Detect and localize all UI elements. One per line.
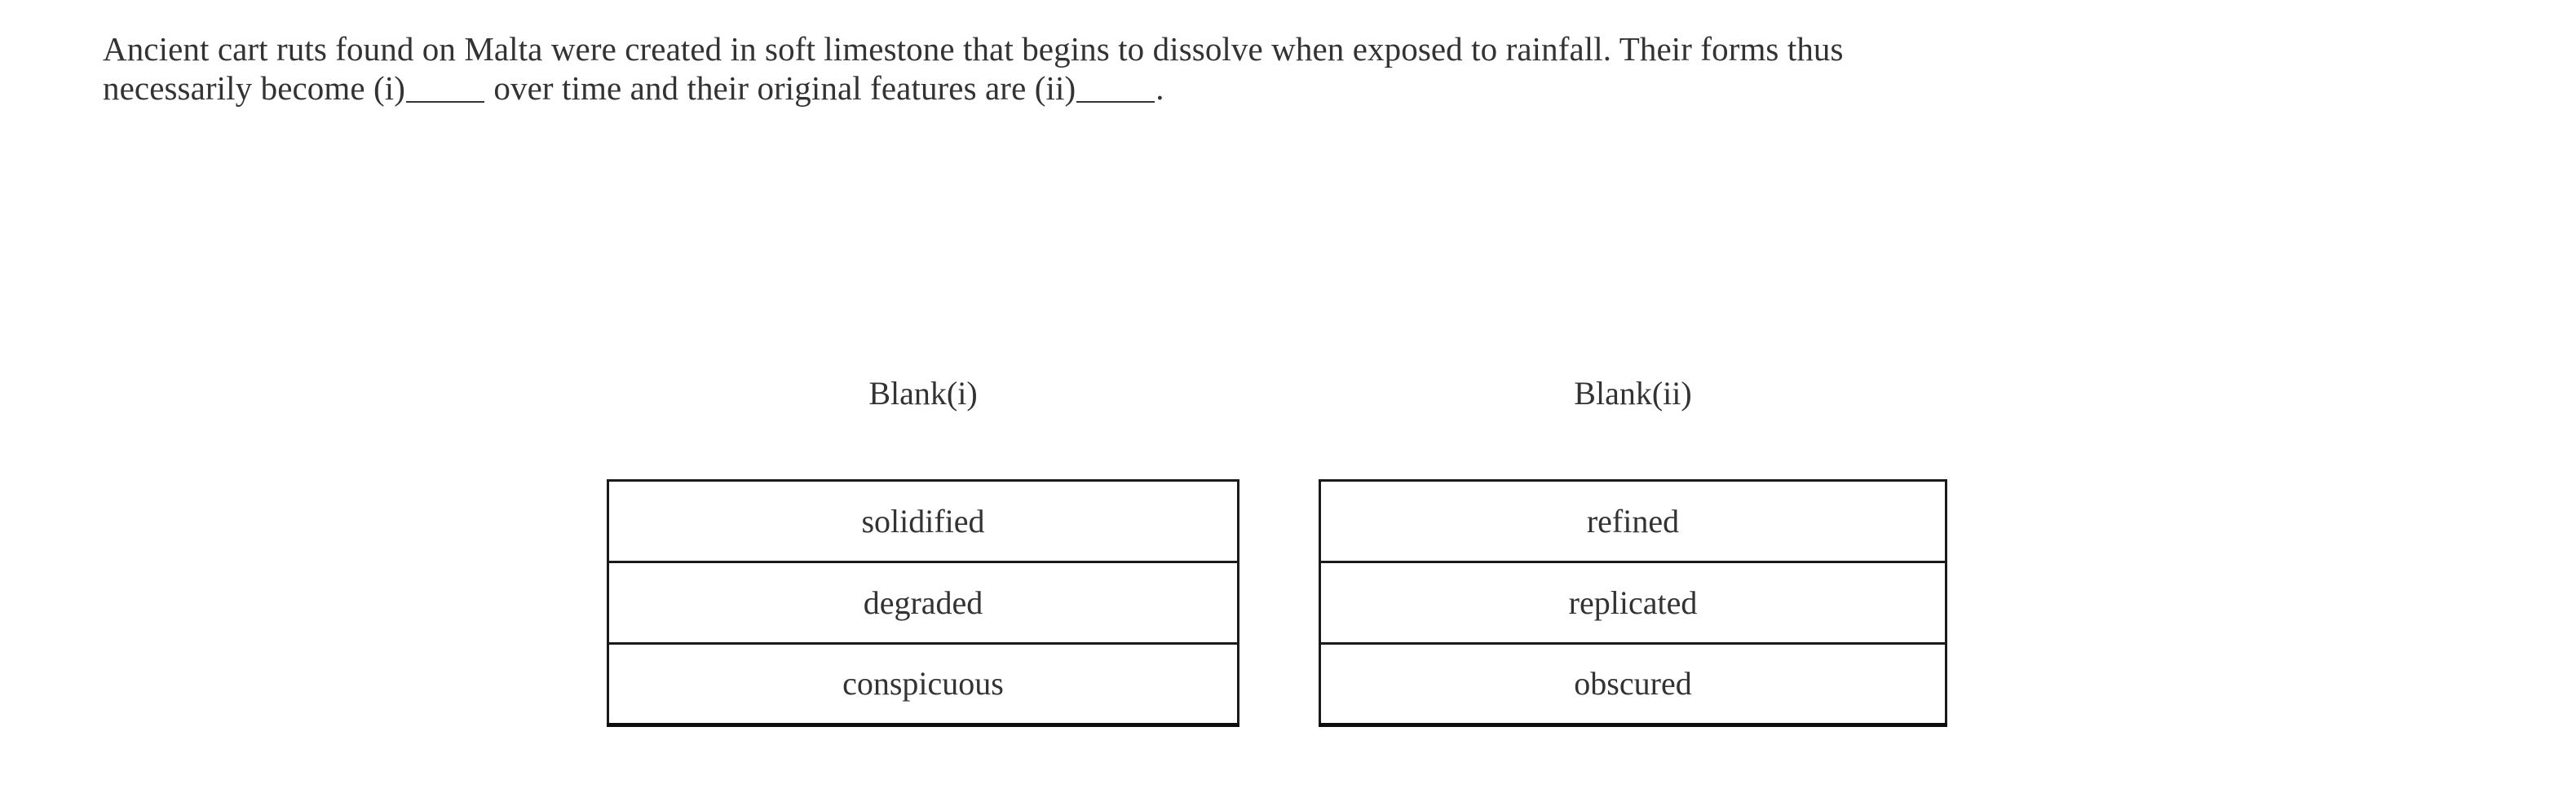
answer-column-blank-ii: Blank(ii) refined replicated obscured [1319,377,1947,727]
option-blank-i-2[interactable]: degraded [608,561,1239,644]
prompt-line-2-middle: over time and their original features ar… [493,69,1076,108]
table-row[interactable]: degraded [608,561,1239,644]
table-row[interactable]: replicated [1319,561,1946,644]
column-header-blank-ii: Blank(ii) [1574,375,1692,412]
prompt-line-2: necessarily become (i) over time and the… [103,68,2443,108]
prompt-line-2-after-blank: . [1155,69,1164,108]
column-header-blank-i: Blank(i) [868,375,978,412]
table-row[interactable]: conspicuous [608,642,1239,725]
blank-i-rule [406,101,485,104]
answer-column-blank-i: Blank(i) solidified degraded conspicuous [607,377,1239,727]
options-table-blank-ii: refined replicated obscured [1319,479,1947,727]
table-row[interactable]: refined [1319,480,1946,562]
option-blank-ii-3[interactable]: obscured [1319,642,1946,725]
prompt-line-1: Ancient cart ruts found on Malta were cr… [103,30,1844,68]
options-table-blank-i: solidified degraded conspicuous [607,479,1239,727]
option-blank-i-3[interactable]: conspicuous [608,642,1239,725]
prompt-line-2-before-blank: necessarily become (i) [103,69,406,108]
option-blank-ii-1[interactable]: refined [1319,480,1946,562]
option-blank-ii-2[interactable]: replicated [1319,561,1946,644]
option-blank-i-1[interactable]: solidified [608,480,1239,562]
question-prompt: Ancient cart ruts found on Malta were cr… [103,29,2443,108]
table-row[interactable]: obscured [1319,642,1946,725]
table-row[interactable]: solidified [608,480,1239,562]
blank-ii-rule [1076,101,1155,104]
